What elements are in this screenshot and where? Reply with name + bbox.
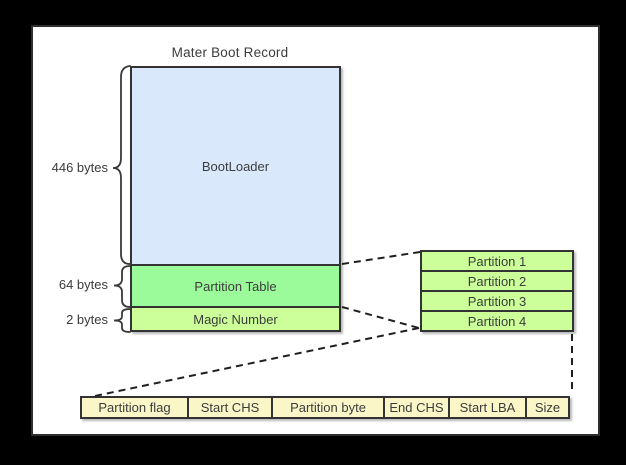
entry-cell-size-label: Size <box>534 400 561 415</box>
size-label-partition-table: 64 bytes <box>58 277 108 292</box>
partition-row-3-label: Partition 3 <box>467 293 527 309</box>
partition-row-3: Partition 3 <box>422 290 572 310</box>
entry-cell-start-chs: Start CHS <box>187 398 271 417</box>
partition-table-detail: Partition 1 Partition 2 Partition 3 Part… <box>420 250 574 332</box>
partition-row-2-label: Partition 2 <box>467 273 527 289</box>
size-label-magic-number: 2 bytes <box>66 312 108 327</box>
entry-cell-partition-byte: Partition byte <box>271 398 383 417</box>
entry-cell-partition-byte-label: Partition byte <box>290 400 366 415</box>
partition-row-1: Partition 1 <box>422 252 572 270</box>
partition-row-1-label: Partition 1 <box>467 253 527 269</box>
entry-cell-size: Size <box>525 398 568 417</box>
mbr-box: BootLoader Partition Table Magic Number <box>130 66 341 332</box>
mbr-section-magic-number: Magic Number <box>132 306 339 330</box>
entry-cell-start-lba-label: Start LBA <box>459 400 516 415</box>
entry-cell-end-chs-label: End CHS <box>389 400 444 415</box>
partition-row-2: Partition 2 <box>422 270 572 290</box>
partition-row-4-label: Partition 4 <box>467 313 527 329</box>
diagram-title: Mater Boot Record <box>171 45 289 60</box>
partition-entry-row: Partition flag Start CHS Partition byte … <box>80 396 570 419</box>
partition-row-4: Partition 4 <box>422 310 572 330</box>
entry-cell-start-chs-label: Start CHS <box>200 400 260 415</box>
entry-cell-start-lba: Start LBA <box>448 398 525 417</box>
mbr-section-magic-number-label: Magic Number <box>193 311 278 327</box>
mbr-section-bootloader: BootLoader <box>132 68 339 264</box>
mbr-section-bootloader-label: BootLoader <box>201 158 270 174</box>
entry-cell-end-chs: End CHS <box>383 398 448 417</box>
mbr-section-partition-table-label: Partition Table <box>194 278 277 294</box>
size-label-bootloader: 446 bytes <box>51 160 108 175</box>
entry-cell-partition-flag: Partition flag <box>82 398 187 417</box>
entry-cell-partition-flag-label: Partition flag <box>98 400 171 415</box>
mbr-section-partition-table: Partition Table <box>132 264 339 306</box>
